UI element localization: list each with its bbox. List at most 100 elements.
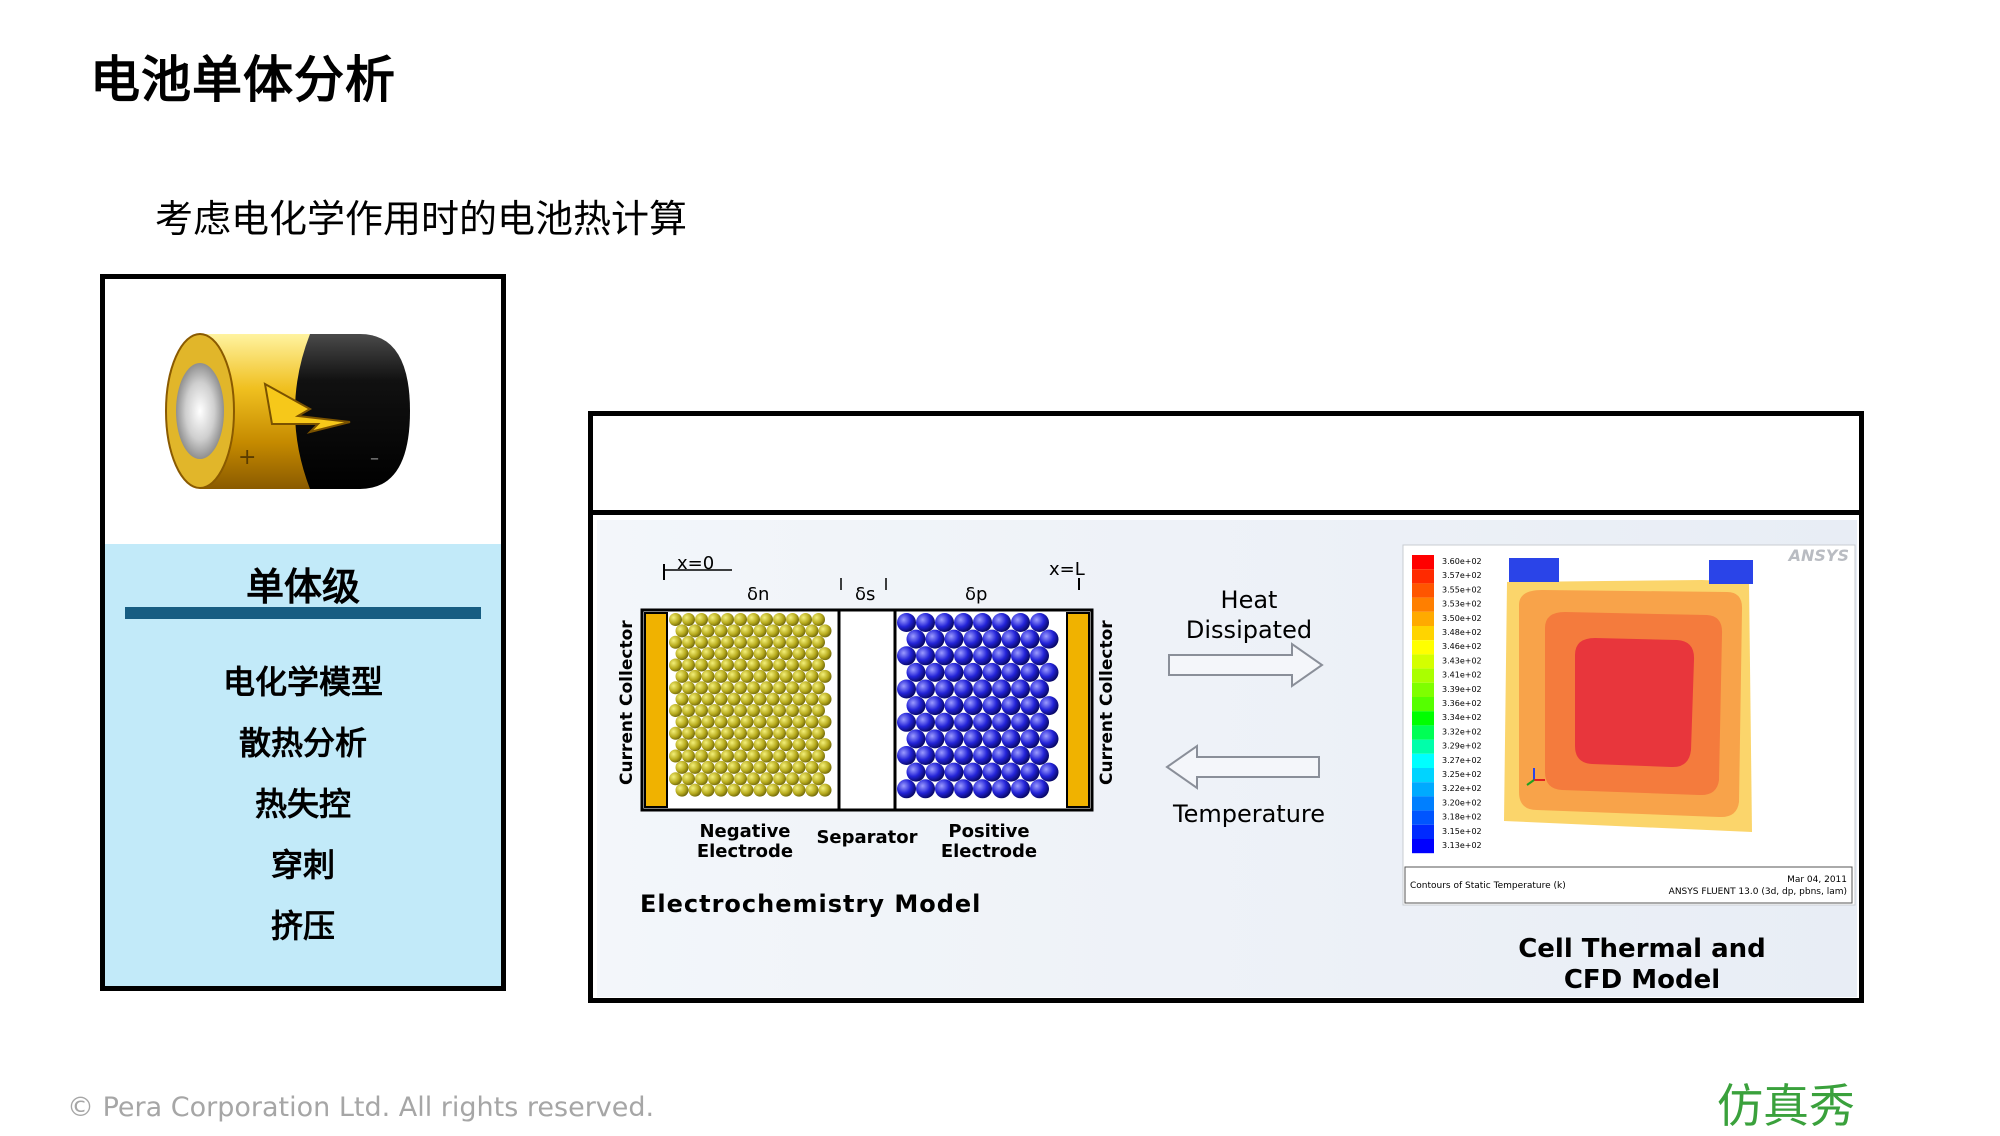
- legend-swatch: [1412, 810, 1434, 825]
- anode-particle: [818, 715, 832, 729]
- legend-value: 3.18e+02: [1442, 813, 1482, 822]
- anode-particle: [740, 715, 754, 729]
- cathode-particle: [916, 646, 935, 666]
- anode-particle: [773, 658, 786, 672]
- legend-value: 3.43e+02: [1442, 656, 1482, 665]
- delta-n-label: δn: [747, 584, 769, 605]
- cathode-particle: [982, 662, 1002, 682]
- anode-particle: [747, 726, 760, 740]
- anode-particle: [747, 772, 760, 786]
- anode-particle: [721, 749, 734, 763]
- anode-particle: [779, 647, 793, 661]
- cathode-particle: [973, 613, 992, 632]
- cathode-particle: [1039, 662, 1059, 682]
- electrochemistry-model-label: Electrochemistry Model: [640, 890, 981, 918]
- anode-particle: [727, 692, 741, 706]
- cathode-particle: [973, 779, 992, 799]
- current-collector-left-label: Current Collector: [617, 620, 637, 785]
- legend-value: 3.34e+02: [1442, 713, 1482, 722]
- legend-value: 3.48e+02: [1442, 628, 1482, 637]
- anode-particle: [753, 738, 767, 752]
- list-item: 电化学模型: [222, 663, 383, 701]
- legend-value: 3.41e+02: [1442, 671, 1482, 680]
- anode-particle: [805, 692, 819, 706]
- svg-text:+: +: [238, 445, 256, 470]
- cathode-particle: [963, 762, 983, 782]
- anode-particle: [708, 704, 721, 717]
- list-item: 穿刺: [270, 846, 335, 884]
- anode-particle: [760, 658, 773, 672]
- cathode-particle: [1020, 629, 1040, 649]
- anode-particle: [669, 704, 682, 717]
- heat-label-2: Dissipated: [1186, 616, 1312, 644]
- cathode-particle: [963, 729, 983, 749]
- anode-particle: [734, 613, 747, 626]
- list-item: 热失控: [254, 785, 351, 823]
- anode-particle: [708, 658, 721, 672]
- cathode-particle: [1011, 679, 1030, 699]
- anode-particle: [682, 613, 695, 626]
- anode-particle: [786, 749, 799, 763]
- legend-swatch: [1412, 782, 1434, 797]
- anode-particle: [701, 692, 715, 706]
- anode-particle: [669, 635, 682, 649]
- copyright-text: © Pera Corporation Ltd. All rights reser…: [67, 1092, 655, 1123]
- anode-particle: [805, 715, 819, 729]
- cathode-particle: [935, 646, 954, 666]
- anode-particle: [786, 658, 799, 672]
- cathode-particle: [897, 746, 916, 765]
- anode-particle: [779, 783, 793, 797]
- cathode-particle: [935, 746, 954, 765]
- anode-particle: [773, 613, 786, 626]
- contour-legend: 3.60e+023.57e+023.55e+023.53e+023.50e+02…: [1412, 555, 1482, 854]
- anode-particle: [760, 726, 773, 740]
- anode-particle: [708, 635, 721, 649]
- anode-particle: [773, 635, 786, 649]
- anode-particle: [721, 704, 734, 717]
- legend-value: 3.20e+02: [1442, 798, 1482, 807]
- electrochemistry-figure: x=0 x=L δn δs δp Current Collector Curre…: [597, 520, 1857, 997]
- cathode-particle: [1020, 696, 1040, 716]
- anode-particle: [695, 681, 708, 695]
- anode-particle: [682, 681, 695, 695]
- anode-particle: [714, 647, 728, 661]
- anode-particle: [786, 726, 799, 740]
- cathode-particle: [897, 679, 916, 699]
- legend-swatch: [1412, 824, 1434, 839]
- negative-electrode-label: Negative: [699, 821, 790, 842]
- delta-p-label: δp: [965, 584, 987, 605]
- positive-electrode-label-2: Electrode: [941, 841, 1037, 862]
- legend-value: 3.39e+02: [1442, 685, 1482, 694]
- cathode-particle: [1039, 629, 1059, 649]
- cathode-particle: [1020, 662, 1040, 682]
- anode-particle: [747, 658, 760, 672]
- cathode-particle: [973, 746, 992, 765]
- anode-particle: [708, 749, 721, 763]
- anode-particle: [792, 647, 806, 661]
- anode-particle: [714, 738, 728, 752]
- anode-particle: [805, 760, 819, 774]
- anode-particle: [688, 692, 702, 706]
- anode-particle: [695, 749, 708, 763]
- anode-particle: [799, 749, 812, 763]
- anode-particle: [805, 738, 819, 752]
- cathode-particle: [1039, 762, 1059, 782]
- anode-particle: [786, 635, 799, 649]
- legend-swatch: [1412, 640, 1434, 655]
- cathode-particle: [982, 762, 1002, 782]
- anode-particle: [747, 681, 760, 695]
- cathode-particle: [1011, 613, 1030, 632]
- anode-particle: [766, 783, 780, 797]
- anode-particle: [760, 772, 773, 786]
- anode-particle: [812, 658, 825, 672]
- cathode-particle: [906, 762, 926, 782]
- cathode-particle: [916, 779, 935, 799]
- legend-swatch: [1412, 697, 1434, 712]
- anode-particle: [779, 715, 793, 729]
- anode-particle: [727, 760, 741, 774]
- temperature-arrow: [1165, 744, 1320, 790]
- anode-particle: [727, 647, 741, 661]
- cathode-particle: [982, 696, 1002, 716]
- left-tab: [1509, 558, 1559, 582]
- right-tab: [1709, 560, 1753, 584]
